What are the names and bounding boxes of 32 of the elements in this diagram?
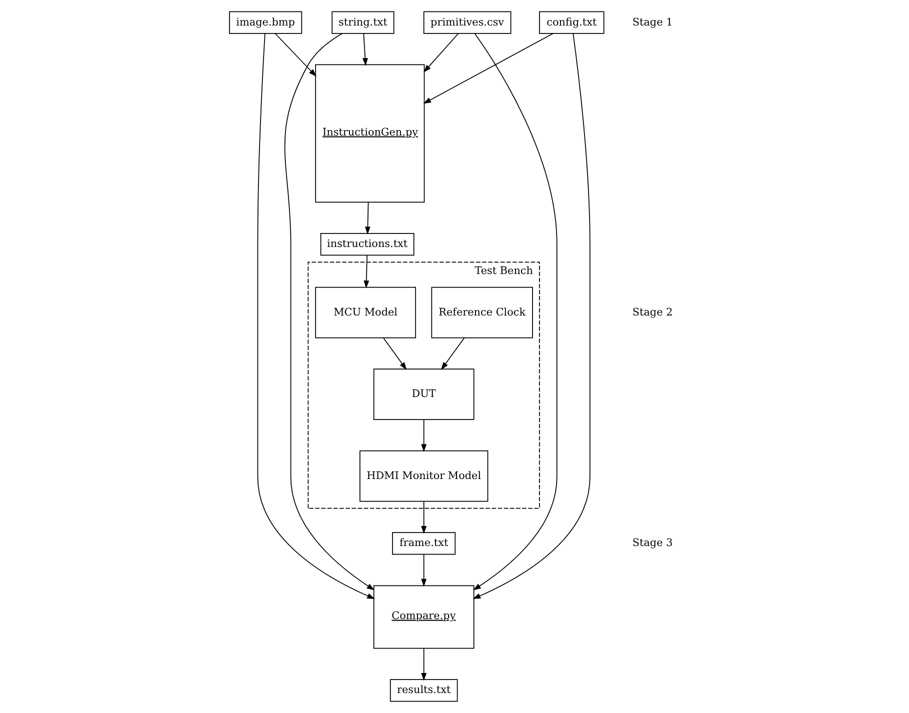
node-box: primitives.csv: [423, 11, 512, 34]
arrow: [284, 33, 375, 590]
label: Stage 2: [632, 306, 673, 318]
arrow: [472, 33, 590, 600]
node-box: string.txt: [332, 11, 394, 34]
node-box: Reference Clock: [431, 286, 533, 338]
arrow: [274, 33, 316, 77]
arrow: [440, 337, 465, 370]
node-box: results.txt: [390, 679, 458, 702]
arrow: [364, 254, 370, 288]
arrow: [362, 33, 368, 66]
arrow: [382, 337, 407, 370]
arrow: [423, 33, 554, 104]
arrow: [473, 33, 558, 590]
arrow: [421, 554, 427, 587]
node-box: image.bmp: [229, 11, 302, 34]
arrow: [421, 419, 427, 452]
node-box: HDMI Monitor Model: [360, 450, 488, 502]
node-box: MCU Model: [315, 286, 416, 338]
label: Stage 3: [632, 537, 673, 550]
arrow: [364, 202, 370, 234]
node-box: config.txt: [539, 11, 604, 34]
node-box: DUT: [373, 368, 474, 420]
arrow: [421, 648, 427, 681]
arrow: [424, 33, 459, 73]
node-box: frame.txt: [392, 532, 456, 555]
node-box: InstructionGen.py: [315, 64, 425, 203]
node-box: instructions.txt: [320, 233, 414, 256]
node-box: Compare.py: [373, 585, 474, 649]
arrow: [257, 33, 375, 600]
label: Stage 1: [632, 16, 673, 28]
arrow: [421, 500, 427, 534]
